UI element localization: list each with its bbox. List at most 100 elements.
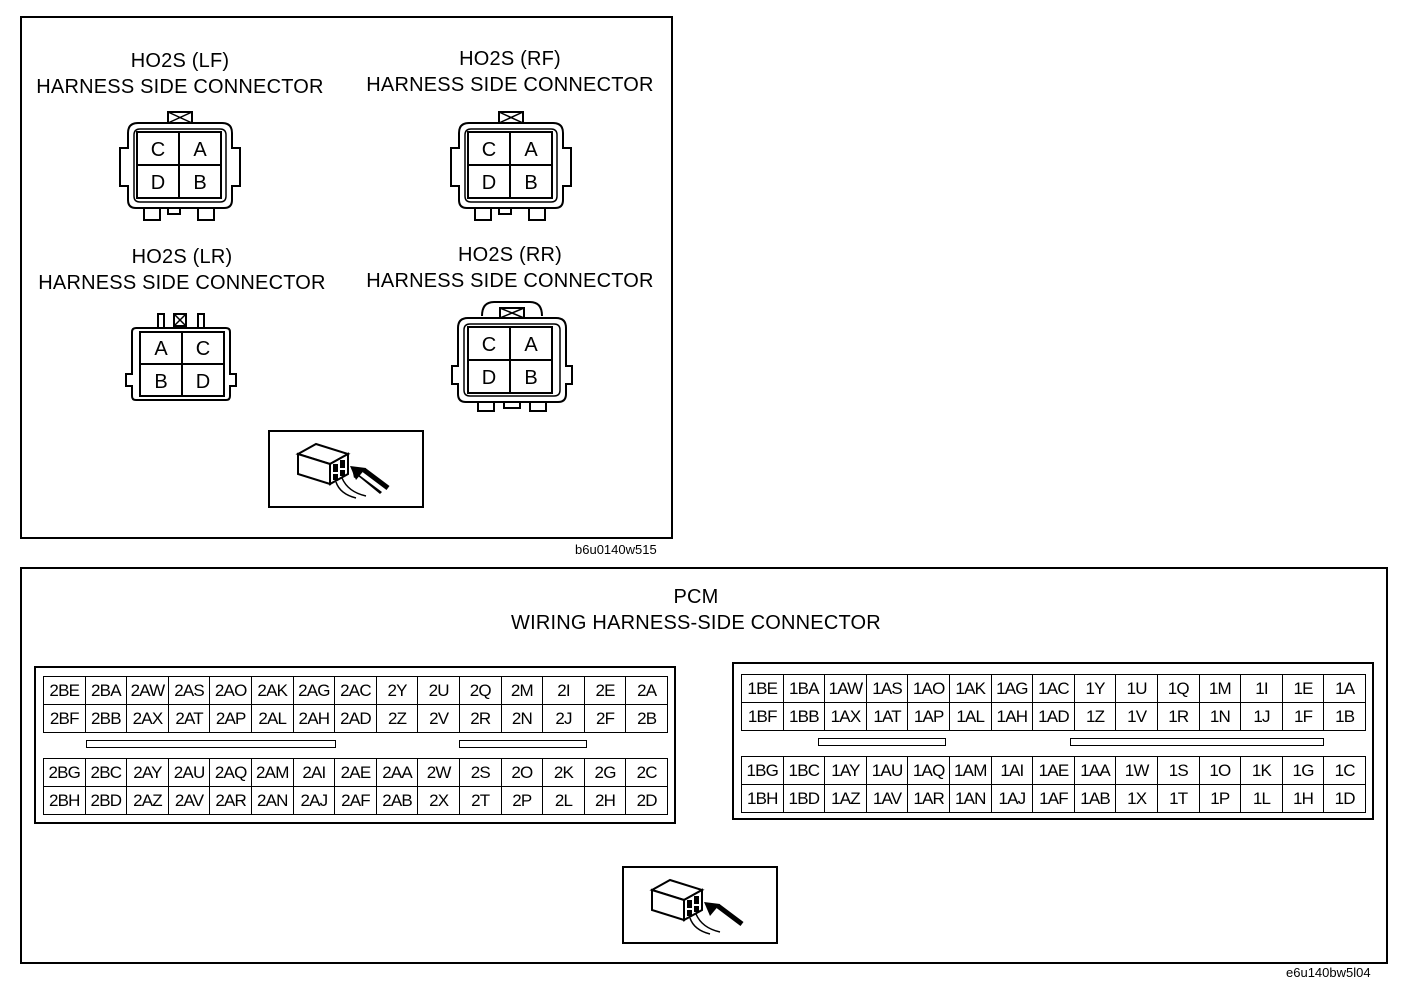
ho2s-rr-pin: C (482, 334, 496, 356)
pin-2B: 2B (626, 705, 668, 733)
pin-1A: 1A (1324, 675, 1366, 703)
pin-1L: 1L (1241, 785, 1283, 813)
pin-2F: 2F (584, 705, 627, 733)
pin-2AL: 2AL (251, 705, 294, 733)
ho2s-lf-connector: C A D B (119, 111, 241, 221)
pin-2AI: 2AI (293, 759, 336, 787)
pin-2BA: 2BA (85, 677, 128, 705)
pin-1AB: 1AB (1074, 785, 1117, 813)
pin-2O: 2O (501, 759, 544, 787)
pin-1AW: 1AW (825, 675, 867, 703)
pin-2AK: 2AK (251, 677, 294, 705)
ho2s-rf-pin: A (524, 139, 538, 161)
pin-1AX: 1AX (825, 703, 867, 731)
pin-1T: 1T (1157, 785, 1200, 813)
pin-1C: 1C (1324, 757, 1366, 785)
pin-1AH: 1AH (991, 703, 1034, 731)
pin-1J: 1J (1241, 703, 1283, 731)
ho2s-rf-pin: B (524, 172, 537, 194)
view-direction-box (268, 430, 424, 508)
pin-1AA: 1AA (1074, 757, 1117, 785)
pin-1BH: 1BH (742, 785, 784, 813)
pin-1BC: 1BC (783, 757, 826, 785)
pin-2BH: 2BH (44, 787, 86, 815)
pin-1BG: 1BG (742, 757, 784, 785)
ho2s-lr-title-line1: HO2S (LR) (131, 246, 233, 268)
ho2s-lr-title-line2: HARNESS SIDE CONNECTOR (38, 272, 326, 294)
pcm-connector-1-key-right (1070, 738, 1324, 746)
ho2s-rr-pin: B (524, 367, 537, 389)
pin-2M: 2M (501, 677, 544, 705)
pin-2AX: 2AX (127, 705, 169, 733)
pin-2AV: 2AV (168, 787, 211, 815)
pin-2J: 2J (543, 705, 585, 733)
pcm-connector-1-top-block: 1BE 1BA 1AW 1AS 1AO 1AK 1AG 1AC 1Y 1U 1Q… (741, 674, 1366, 731)
pin-2AD: 2AD (335, 705, 377, 733)
pin-2BF: 2BF (44, 705, 86, 733)
pin-2X: 2X (418, 787, 460, 815)
pin-2Q: 2Q (459, 677, 502, 705)
pin-1G: 1G (1282, 757, 1325, 785)
pin-1AL: 1AL (949, 703, 992, 731)
ho2s-lf-title-line1: HO2S (LF) (130, 50, 230, 72)
pcm-connector-1: 1BE 1BA 1AW 1AS 1AO 1AK 1AG 1AC 1Y 1U 1Q… (732, 662, 1374, 820)
pin-1AC: 1AC (1033, 675, 1075, 703)
ho2s-rf-pin: D (482, 172, 496, 194)
pin-2S: 2S (459, 759, 502, 787)
ho2s-lf-pin: B (193, 172, 206, 194)
connector-view-arrow-icon (295, 442, 390, 499)
figure-id-bottom: e6u140bw5l04 (1286, 965, 1371, 980)
pin-2D: 2D (626, 787, 668, 815)
pin-1AK: 1AK (949, 675, 992, 703)
ho2s-rf-pin: C (482, 139, 496, 161)
pin-1Z: 1Z (1074, 703, 1117, 731)
pin-1BD: 1BD (783, 785, 826, 813)
pin-2AO: 2AO (210, 677, 252, 705)
pin-2L: 2L (543, 787, 585, 815)
pin-2K: 2K (543, 759, 585, 787)
pin-2P: 2P (501, 787, 544, 815)
pin-2BG: 2BG (44, 759, 86, 787)
pin-2AN: 2AN (251, 787, 294, 815)
pin-2AP: 2AP (210, 705, 252, 733)
ho2s-rr-connector: C A D B (451, 301, 573, 412)
connector-view-arrow-icon (649, 878, 744, 935)
pin-1BA: 1BA (783, 675, 826, 703)
pin-1AF: 1AF (1033, 785, 1075, 813)
pin-1V: 1V (1116, 703, 1158, 731)
pin-1D: 1D (1324, 785, 1366, 813)
pin-2BD: 2BD (85, 787, 128, 815)
ho2s-lf-pin: A (193, 139, 207, 161)
pin-2A: 2A (626, 677, 668, 705)
pin-2AC: 2AC (335, 677, 377, 705)
pin-1X: 1X (1116, 785, 1158, 813)
pin-1AY: 1AY (825, 757, 867, 785)
pcm-connector-2-top-block: 2BE 2BA 2AW 2AS 2AO 2AK 2AG 2AC 2Y 2U 2Q… (43, 676, 668, 733)
pin-1Q: 1Q (1157, 675, 1200, 703)
pin-2AS: 2AS (168, 677, 211, 705)
pin-2BE: 2BE (44, 677, 86, 705)
pin-1BB: 1BB (783, 703, 826, 731)
pin-2AT: 2AT (168, 705, 211, 733)
ho2s-rr-title-line1: HO2S (RR) (457, 244, 563, 266)
pin-1AM: 1AM (949, 757, 992, 785)
ho2s-lf-title-line2: HARNESS SIDE CONNECTOR (36, 76, 324, 98)
figure-id-top: b6u0140w515 (575, 542, 657, 557)
pin-2R: 2R (459, 705, 502, 733)
pin-1AT: 1AT (866, 703, 909, 731)
ho2s-lf-pin: D (151, 172, 165, 194)
pin-1AU: 1AU (866, 757, 909, 785)
pin-1E: 1E (1282, 675, 1325, 703)
view-direction-box (622, 866, 778, 944)
pin-1Y: 1Y (1074, 675, 1117, 703)
pin-1K: 1K (1241, 757, 1283, 785)
pin-2AA: 2AA (376, 759, 419, 787)
pin-2Y: 2Y (376, 677, 419, 705)
pin-1I: 1I (1241, 675, 1283, 703)
ho2s-lr-pin: C (196, 338, 210, 360)
pin-1AD: 1AD (1033, 703, 1075, 731)
pin-1AR: 1AR (908, 785, 950, 813)
ho2s-rf-title-line2: HARNESS SIDE CONNECTOR (366, 74, 654, 96)
pcm-connector-1-key-left (818, 738, 946, 746)
pin-1AG: 1AG (991, 675, 1034, 703)
